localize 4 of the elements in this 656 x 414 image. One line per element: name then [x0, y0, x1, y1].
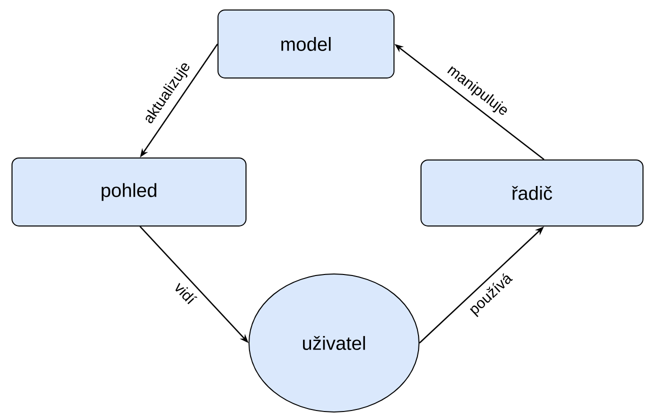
process-box: pohled — [12, 158, 246, 226]
process-box: řadič — [420, 160, 644, 226]
edge-label: vidí — [175, 282, 198, 304]
process-box: model — [218, 10, 394, 78]
